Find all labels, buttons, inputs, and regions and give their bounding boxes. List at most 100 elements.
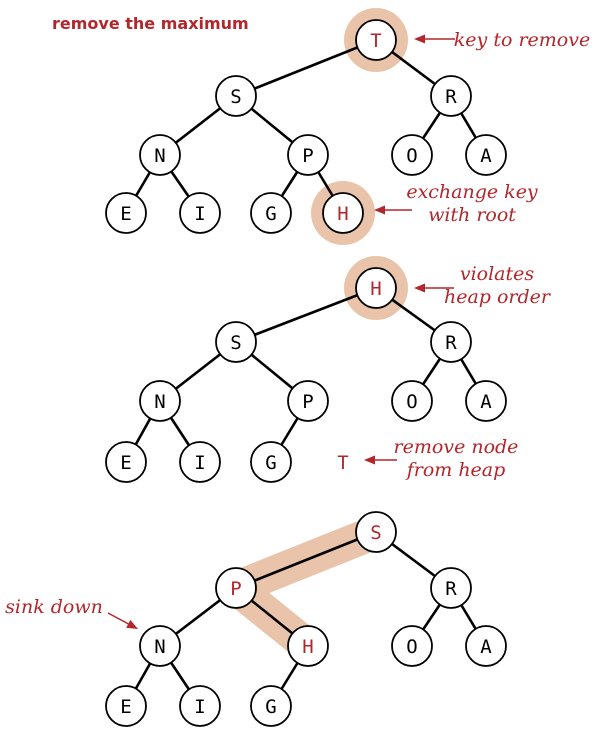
removed-key: T <box>337 452 348 474</box>
arrow-key-to-remove <box>414 34 455 44</box>
node-circle <box>215 567 257 609</box>
node-key: I <box>194 696 205 718</box>
tree-edge <box>235 286 377 344</box>
node-key: S <box>230 86 241 108</box>
tree-node: N <box>139 380 181 422</box>
node-key: E <box>120 696 131 718</box>
node-circle <box>430 567 472 609</box>
tree-node: R <box>430 75 472 117</box>
node-circle <box>287 625 329 667</box>
tree-node: P <box>215 567 257 609</box>
annotation-text: key to remove <box>454 29 590 51</box>
node-circle <box>287 380 329 422</box>
node-key: A <box>480 145 492 167</box>
node-circle <box>430 321 472 363</box>
node-circle <box>139 625 181 667</box>
node-circle <box>105 192 147 234</box>
node-circle <box>215 321 257 363</box>
node-key: H <box>302 636 313 658</box>
tree-node: I <box>179 192 221 234</box>
node-circle <box>250 192 292 234</box>
arrow-sink-down <box>107 612 138 629</box>
tree-node: A <box>465 380 507 422</box>
annotation-line: key to remove <box>454 29 590 51</box>
node-key: H <box>370 278 381 300</box>
node-key: P <box>302 391 313 413</box>
node-key: I <box>194 203 205 225</box>
tree-node: E <box>105 441 147 483</box>
annotation-text: sink down <box>5 596 103 618</box>
tree-edge <box>235 38 377 98</box>
node-key: I <box>194 452 205 474</box>
node-key: T <box>370 30 381 52</box>
tree-edge <box>235 530 377 590</box>
tree-node: G <box>250 192 292 234</box>
annotation-line: exchange key <box>406 181 538 203</box>
arrow-exchange-key <box>374 205 412 215</box>
node-circle <box>139 380 181 422</box>
annotation-line: from heap <box>405 459 506 481</box>
tree-node: O <box>391 380 433 422</box>
tree-node: H <box>287 625 329 667</box>
annotation-line: remove node <box>394 436 519 458</box>
node-circle <box>355 19 397 61</box>
annotation-line: sink down <box>5 596 103 618</box>
diagram-title: remove the maximum <box>52 14 249 33</box>
node-circle <box>105 441 147 483</box>
tree-node: E <box>105 192 147 234</box>
node-key: G <box>265 452 276 474</box>
node-circle <box>391 380 433 422</box>
node-circle <box>179 441 221 483</box>
tree-node: T <box>355 19 397 61</box>
node-circle <box>105 685 147 727</box>
node-key: N <box>154 636 165 658</box>
node-key: S <box>230 332 241 354</box>
tree-node: R <box>430 567 472 609</box>
node-circle <box>250 685 292 727</box>
node-key: N <box>154 391 165 413</box>
node-key: O <box>406 145 417 167</box>
tree-node: H <box>322 192 364 234</box>
node-key: S <box>370 522 381 544</box>
annotation-line: heap order <box>444 286 552 308</box>
tree-node: P <box>287 134 329 176</box>
node-circle <box>179 685 221 727</box>
node-key: E <box>120 203 131 225</box>
node-key: G <box>265 696 276 718</box>
node-key: P <box>230 578 241 600</box>
node-circle <box>465 380 507 422</box>
annotation-line: with root <box>428 204 516 226</box>
node-circle <box>250 441 292 483</box>
node-key: A <box>480 391 492 413</box>
node-key: R <box>445 86 457 108</box>
node-key: P <box>302 145 313 167</box>
node-circle <box>355 511 397 553</box>
tree-node: R <box>430 321 472 363</box>
node-circle <box>430 75 472 117</box>
node-key: R <box>445 332 457 354</box>
tree-node: A <box>465 134 507 176</box>
node-circle <box>215 75 257 117</box>
node-circle <box>139 134 181 176</box>
arrow-remove-node <box>364 455 397 465</box>
node-key: H <box>337 203 348 225</box>
node-key: E <box>120 452 131 474</box>
node-key: A <box>480 636 492 658</box>
node-key: O <box>406 391 417 413</box>
tree-node: G <box>250 685 292 727</box>
node-circle <box>179 192 221 234</box>
node-key: O <box>406 636 417 658</box>
node-key: G <box>265 203 276 225</box>
tree-node: N <box>139 625 181 667</box>
node-circle <box>391 134 433 176</box>
tree-node: P <box>287 380 329 422</box>
tree-node: I <box>179 441 221 483</box>
tree-node: H <box>355 267 397 309</box>
node-circle <box>322 192 364 234</box>
node-circle <box>465 134 507 176</box>
node-key: N <box>154 145 165 167</box>
